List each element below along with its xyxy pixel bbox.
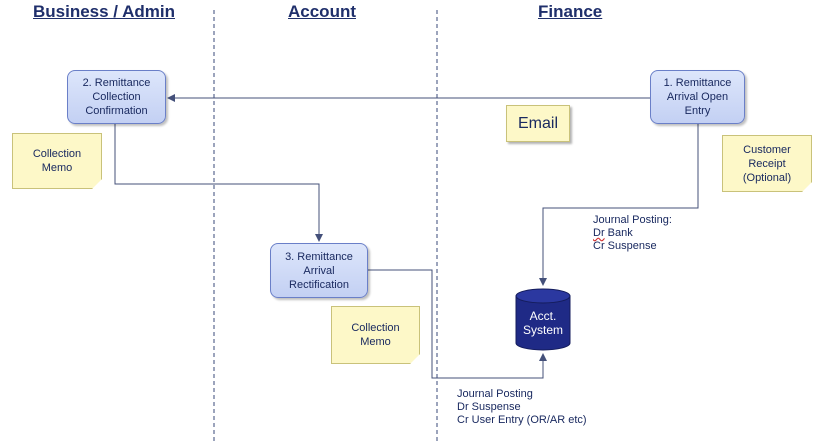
lane-header-business-admin: Business / Admin — [33, 2, 176, 21]
lane-header-finance: Finance — [538, 2, 603, 21]
acct-system-line2: System — [522, 323, 563, 337]
journal-posting-credit: Cr Suspense — [593, 240, 657, 252]
customer-receipt-note: Customer Receipt (Optional) — [722, 135, 812, 192]
step-1-remittance-arrival-open-entry[interactable]: 1. Remittance Arrival Open Entry — [650, 70, 745, 124]
acct-system-line1: Acct. — [529, 309, 557, 323]
debit-prefix: Dr — [593, 227, 605, 239]
journal-posting-debit: Dr Suspense — [457, 401, 521, 413]
journal-posting-debit: Dr Bank — [593, 227, 672, 240]
journal-posting-title: Journal Posting — [457, 388, 533, 400]
lane-header-account: Account — [288, 2, 356, 21]
acct-system-label: Acct. System — [513, 309, 573, 337]
arrow-step1-to-acct-system — [539, 124, 699, 286]
journal-posting-title: Journal Posting: — [593, 214, 672, 226]
debit-account: Bank — [604, 227, 633, 239]
arrow-step2-to-step3 — [114, 124, 323, 242]
email-note: Email — [506, 105, 570, 142]
step-2-remittance-collection-confirmation[interactable]: 2. Remittance Collection Confirmation — [67, 70, 166, 124]
journal-posting-credit: Cr User Entry (OR/AR etc) — [457, 414, 587, 426]
step-3-remittance-arrival-rectification[interactable]: 3. Remittance Arrival Rectification — [270, 243, 368, 298]
collection-memo-note-business: Collection Memo — [12, 133, 102, 189]
journal-posting-bank: Journal Posting: Dr Bank Cr Suspense — [593, 214, 672, 253]
journal-posting-suspense: Journal Posting Dr Suspense Cr User Entr… — [457, 388, 587, 427]
arrow-step3-to-acct-system — [368, 269, 547, 379]
collection-memo-note-account: Collection Memo — [331, 306, 420, 364]
database-icon — [515, 288, 571, 351]
